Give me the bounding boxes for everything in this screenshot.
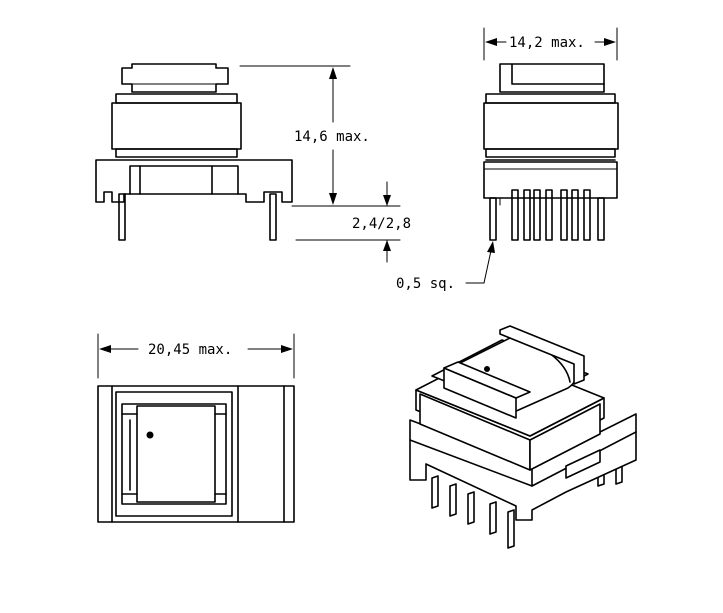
side-width-dimension-label: 14,2 max. [509, 35, 585, 51]
pin-one-marker-icon [146, 431, 154, 439]
height-dimension-label: 14,6 max. [294, 129, 370, 145]
front-view [95, 63, 401, 263]
pin-size-dimension-label: 0,5 sq. [396, 276, 455, 292]
pin-length-dimension-label: 2,4/2,8 [352, 216, 411, 232]
iso-pin-one-marker-icon [484, 366, 490, 372]
top-view [97, 333, 295, 523]
bottom-width-dimension-label: 20,45 max. [148, 342, 232, 358]
isometric-view [409, 325, 637, 549]
side-view [465, 27, 619, 284]
